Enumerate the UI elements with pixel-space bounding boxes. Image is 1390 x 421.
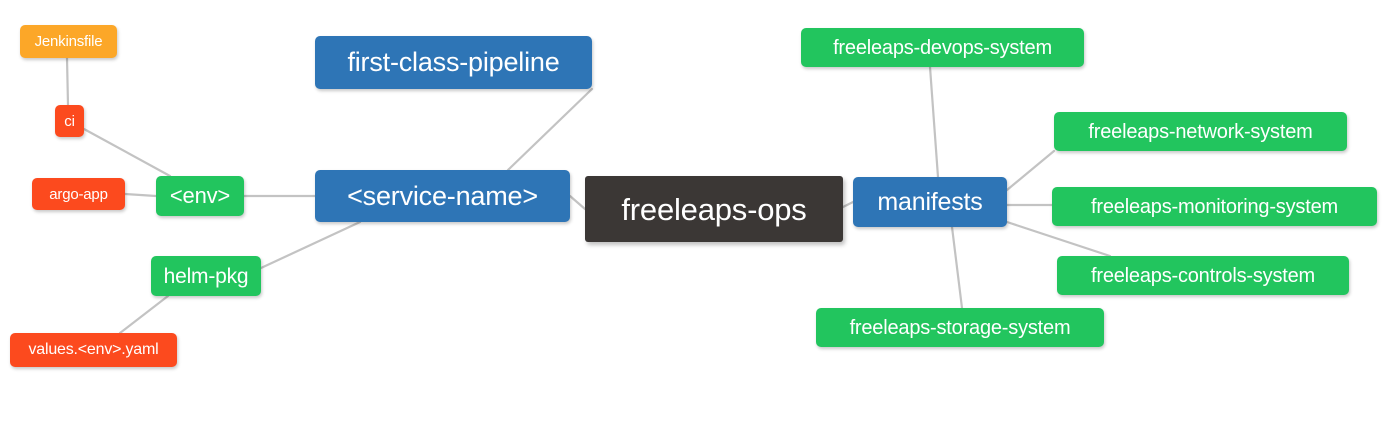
edge-ci-jenkinsfile <box>65 56 70 107</box>
node-freeleaps-network-system[interactable]: freeleaps-network-system <box>1054 112 1347 151</box>
node-freeleaps-devops-system[interactable]: freeleaps-devops-system <box>801 28 1084 67</box>
node-helm-pkg[interactable]: helm-pkg <box>151 256 261 296</box>
node-argo-app[interactable]: argo-app <box>32 178 125 210</box>
node-ci[interactable]: ci <box>55 105 84 137</box>
edge-env-ci <box>82 127 172 178</box>
edge-helm-values <box>118 294 170 335</box>
edge-service-helm <box>259 220 362 270</box>
node-manifests[interactable]: manifests <box>853 177 1007 227</box>
edge-root-manifests <box>841 200 855 209</box>
edge-manifests-controls <box>1005 220 1112 258</box>
edge-manifests-storage <box>950 225 964 310</box>
node-jenkinsfile[interactable]: Jenkinsfile <box>20 25 117 58</box>
node-service-name[interactable]: <service-name> <box>315 170 570 222</box>
edge-manifests-devops <box>928 65 940 179</box>
edge-service-pipeline <box>506 87 594 172</box>
edge-root-service <box>568 194 587 211</box>
node-freeleaps-storage-system[interactable]: freeleaps-storage-system <box>816 308 1104 347</box>
node-freeleaps-controls-system[interactable]: freeleaps-controls-system <box>1057 256 1349 295</box>
edge-manifests-network <box>1005 149 1056 192</box>
node-freeleaps-monitoring-system[interactable]: freeleaps-monitoring-system <box>1052 187 1377 226</box>
edge-env-argo <box>123 192 158 198</box>
node-values-yaml[interactable]: values.<env>.yaml <box>10 333 177 367</box>
node-env[interactable]: <env> <box>156 176 244 216</box>
node-freeleaps-ops[interactable]: freeleaps-ops <box>585 176 843 242</box>
node-first-class-pipeline[interactable]: first-class-pipeline <box>315 36 592 89</box>
